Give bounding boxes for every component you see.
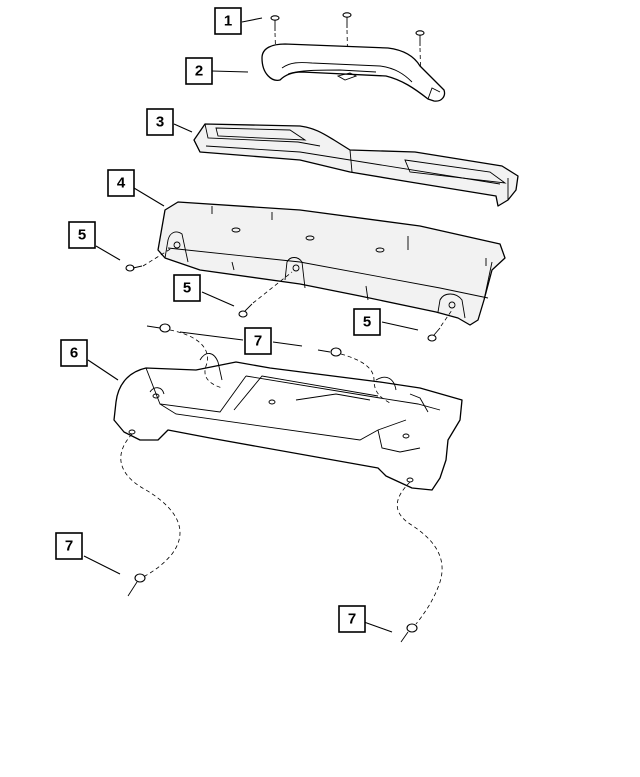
- callout-7-lower-right-label: 7: [348, 611, 356, 628]
- callout-3: 3: [146, 108, 174, 136]
- callout-2-label: 2: [195, 63, 203, 80]
- callout-1: 1: [214, 7, 242, 35]
- leader-5-middle: [201, 291, 235, 307]
- callout-4-label: 4: [117, 175, 126, 192]
- callout-5-right: 5: [353, 308, 381, 336]
- retainer-5-right: [427, 309, 453, 342]
- callout-7-lower-left: 7: [55, 532, 83, 560]
- leader-5-left: [95, 245, 121, 261]
- callout-2: 2: [185, 57, 213, 85]
- leader-7-to-upper-right: [272, 341, 303, 347]
- callout-5-middle-label: 5: [183, 280, 191, 297]
- upper-trim-panel: [193, 123, 519, 207]
- callout-7-lower-right: 7: [338, 605, 366, 633]
- fastener-7-lower-right: [396, 481, 443, 643]
- callout-7-lower-left-label: 7: [65, 538, 73, 555]
- lower-panel-bracket: [113, 353, 463, 491]
- fastener-7-upper-left: [146, 323, 223, 389]
- leader-7-to-upper-left: [179, 331, 244, 341]
- callout-4: 4: [107, 169, 135, 197]
- callout-5-left: 5: [68, 221, 96, 249]
- callout-1-label: 1: [224, 13, 232, 30]
- fastener-7-lower-left: [120, 433, 181, 597]
- leader-2: [211, 70, 249, 73]
- retainer-5-left: [125, 247, 173, 272]
- callout-7-upper-label: 7: [254, 333, 262, 350]
- callout-3-label: 3: [156, 114, 164, 131]
- callout-7-upper: 7: [244, 327, 272, 355]
- retainer-5-middle: [238, 271, 293, 318]
- leader-5-right: [381, 321, 419, 331]
- callout-6: 6: [60, 339, 88, 367]
- callout-5-right-label: 5: [363, 314, 371, 331]
- leader-1: [241, 17, 263, 23]
- callout-6-label: 6: [70, 345, 78, 362]
- grab-handle: [261, 43, 446, 102]
- trim-panel: [157, 201, 506, 326]
- leader-6: [87, 359, 119, 381]
- leader-3: [173, 123, 193, 133]
- leader-4: [133, 187, 165, 207]
- callout-5-left-label: 5: [78, 227, 86, 244]
- fastener-7-upper-right: [317, 347, 393, 405]
- leader-7-lower-left: [83, 555, 121, 575]
- leader-7-lower-right: [363, 621, 393, 633]
- callout-5-middle: 5: [173, 274, 201, 302]
